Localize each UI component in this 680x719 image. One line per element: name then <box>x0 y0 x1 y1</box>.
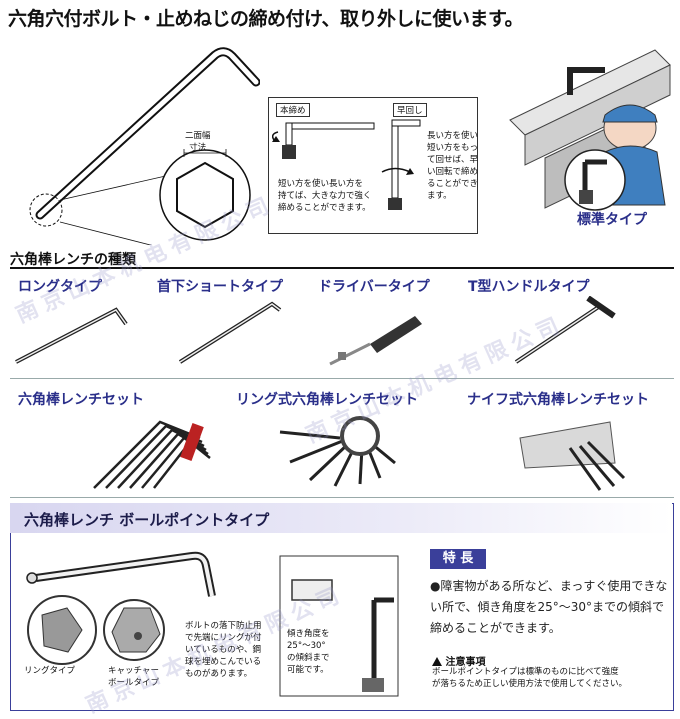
set-ring: リング式六角棒レンチセット <box>236 392 418 408</box>
warning-icon <box>432 657 442 666</box>
types-row2-illustrations <box>93 416 626 491</box>
feature-tag: 特 長 <box>430 549 486 569</box>
ball-point-header <box>10 503 672 533</box>
drop-prevention-text: ボルトの落下防止用 で先端にリングが付 いているものや、鋼 球を埋めこんでいる … <box>185 621 262 679</box>
types-section-heading: 六角棒レンチの種類 <box>10 249 674 269</box>
row-separator-2 <box>10 497 674 498</box>
caution-heading: 注意事項 <box>432 653 485 668</box>
type-short-neck: 首下ショートタイプ <box>157 279 283 295</box>
page-title: 六角穴付ボルト・止めねじの締め付け、取り外しに使います。 <box>8 8 524 30</box>
fast-text: 長い方を使い 短い方をもっ て回せば、早 い回転で締め ることができ ます。 <box>427 131 479 201</box>
angle-text: 傾き角度を 25°～30° の傾斜まで 可能です。 <box>287 628 330 676</box>
tighten-text: 短い方を使い長い方を 持てば、大きな力で強く 締めることができます。 <box>278 179 372 213</box>
set-hex: 六角棒レンチセット <box>18 392 144 408</box>
type-long: ロングタイプ <box>18 279 102 295</box>
feature-text: ●障害物がある所など、まっすぐ使用できない所で、傾き角度を25°～30°までの傾… <box>430 579 668 635</box>
catcher-ball-label: キャッチャー ボールタイプ <box>108 666 160 688</box>
ring-type-label: リングタイプ <box>24 666 76 676</box>
types-row1-illustrations <box>15 296 616 366</box>
hex-key-diagram <box>29 47 260 245</box>
tighten-tag: 本締め <box>276 103 310 117</box>
ball-point-title: 六角棒レンチ ボールポイントタイプ <box>24 511 270 529</box>
dimension-label: 二面幅 寸法 <box>185 131 211 153</box>
fast-tag: 早回し <box>393 103 427 117</box>
type-driver: ドライバータイプ <box>318 279 430 295</box>
usage-box <box>268 97 478 234</box>
caution-text: ボールポイントタイプは標準のものに比べて強度 が落ちるため正しい使用方法で使用し… <box>432 667 627 689</box>
set-knife: ナイフ式六角棒レンチセット <box>467 392 649 408</box>
usage-diagram <box>272 119 421 210</box>
row-separator-1 <box>10 378 674 379</box>
standard-type-illustration <box>509 49 671 211</box>
type-t-handle: T型ハンドルタイプ <box>468 279 590 295</box>
standard-type-label: 標準タイプ <box>577 212 647 228</box>
